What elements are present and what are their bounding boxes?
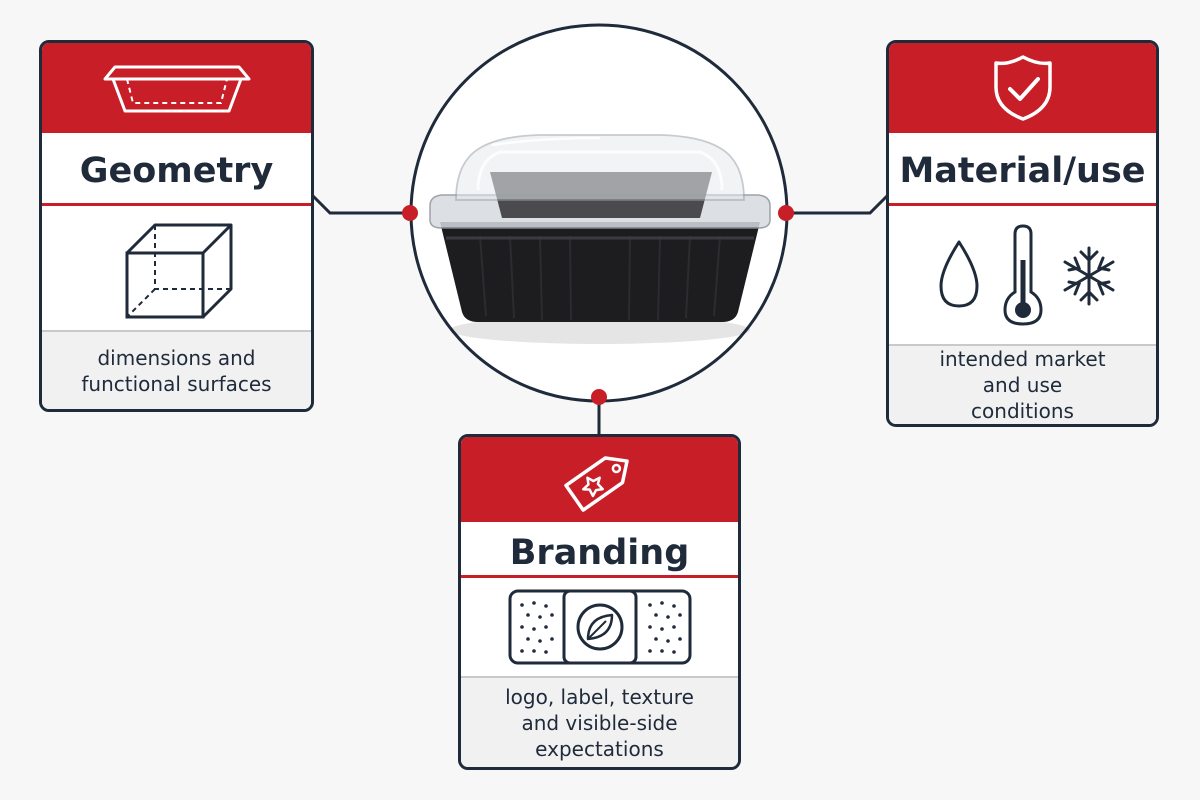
- branding-red-rule: [461, 575, 738, 578]
- texture-leaf-swatch-icon: [508, 589, 691, 665]
- star-tag-icon: [563, 455, 629, 512]
- material-caption-line-1: intended market: [939, 347, 1106, 371]
- dot-texture-right: [647, 601, 682, 654]
- material-red-rule: [889, 203, 1156, 206]
- branding-icon-zone: [461, 578, 738, 676]
- connector-material: [786, 193, 890, 215]
- geometry-card-header: [42, 43, 311, 133]
- geometry-caption: dimensions and functional surfaces: [42, 332, 311, 409]
- branding-card: Branding: [458, 434, 741, 770]
- material-gray-rule: [889, 344, 1156, 346]
- branding-gray-rule: [461, 676, 738, 678]
- geometry-caption-line-1: dimensions and: [97, 345, 256, 370]
- material-use-icons: [939, 224, 1114, 326]
- dot-texture-left: [519, 601, 554, 654]
- snowflake-icon: [1063, 246, 1114, 306]
- material-card-header: [889, 43, 1156, 133]
- branding-caption-line-1: logo, label, texture: [505, 684, 694, 709]
- food-container-image: [429, 134, 771, 344]
- water-drop-icon: [939, 240, 978, 308]
- geometry-title: Geometry: [79, 151, 274, 191]
- geometry-caption-line-2: functional surfaces: [81, 371, 272, 396]
- dot-geometry: [402, 205, 418, 221]
- branding-caption-line-3: expectations: [535, 736, 664, 761]
- shield-check-icon: [993, 55, 1052, 121]
- material-caption: intended market and use conditions: [889, 346, 1156, 424]
- open-tray-outline-icon: [103, 65, 250, 113]
- material-card: Material/use: [886, 40, 1159, 427]
- material-title: Material/use: [899, 151, 1146, 191]
- geometry-red-rule: [42, 203, 311, 206]
- thermometer-icon: [1002, 224, 1043, 326]
- dot-material: [778, 205, 794, 221]
- geometry-icon-zone: [42, 206, 311, 330]
- branding-caption: logo, label, texture and visible-side ex…: [461, 678, 738, 767]
- geometry-card: Geometry dimensions and functional surfa…: [39, 40, 314, 412]
- branding-title: Branding: [509, 533, 690, 573]
- leaf-emblem: [576, 603, 623, 651]
- wireframe-cube-icon: [125, 223, 232, 319]
- connector-geometry: [310, 193, 410, 215]
- dot-branding: [591, 389, 607, 405]
- material-caption-line-3: conditions: [971, 399, 1074, 423]
- branding-caption-line-2: and visible-side: [521, 710, 678, 735]
- material-icon-zone: [889, 206, 1156, 344]
- branding-card-header: [461, 437, 738, 522]
- material-caption-line-2: and use: [982, 373, 1063, 397]
- geometry-gray-rule: [42, 330, 311, 332]
